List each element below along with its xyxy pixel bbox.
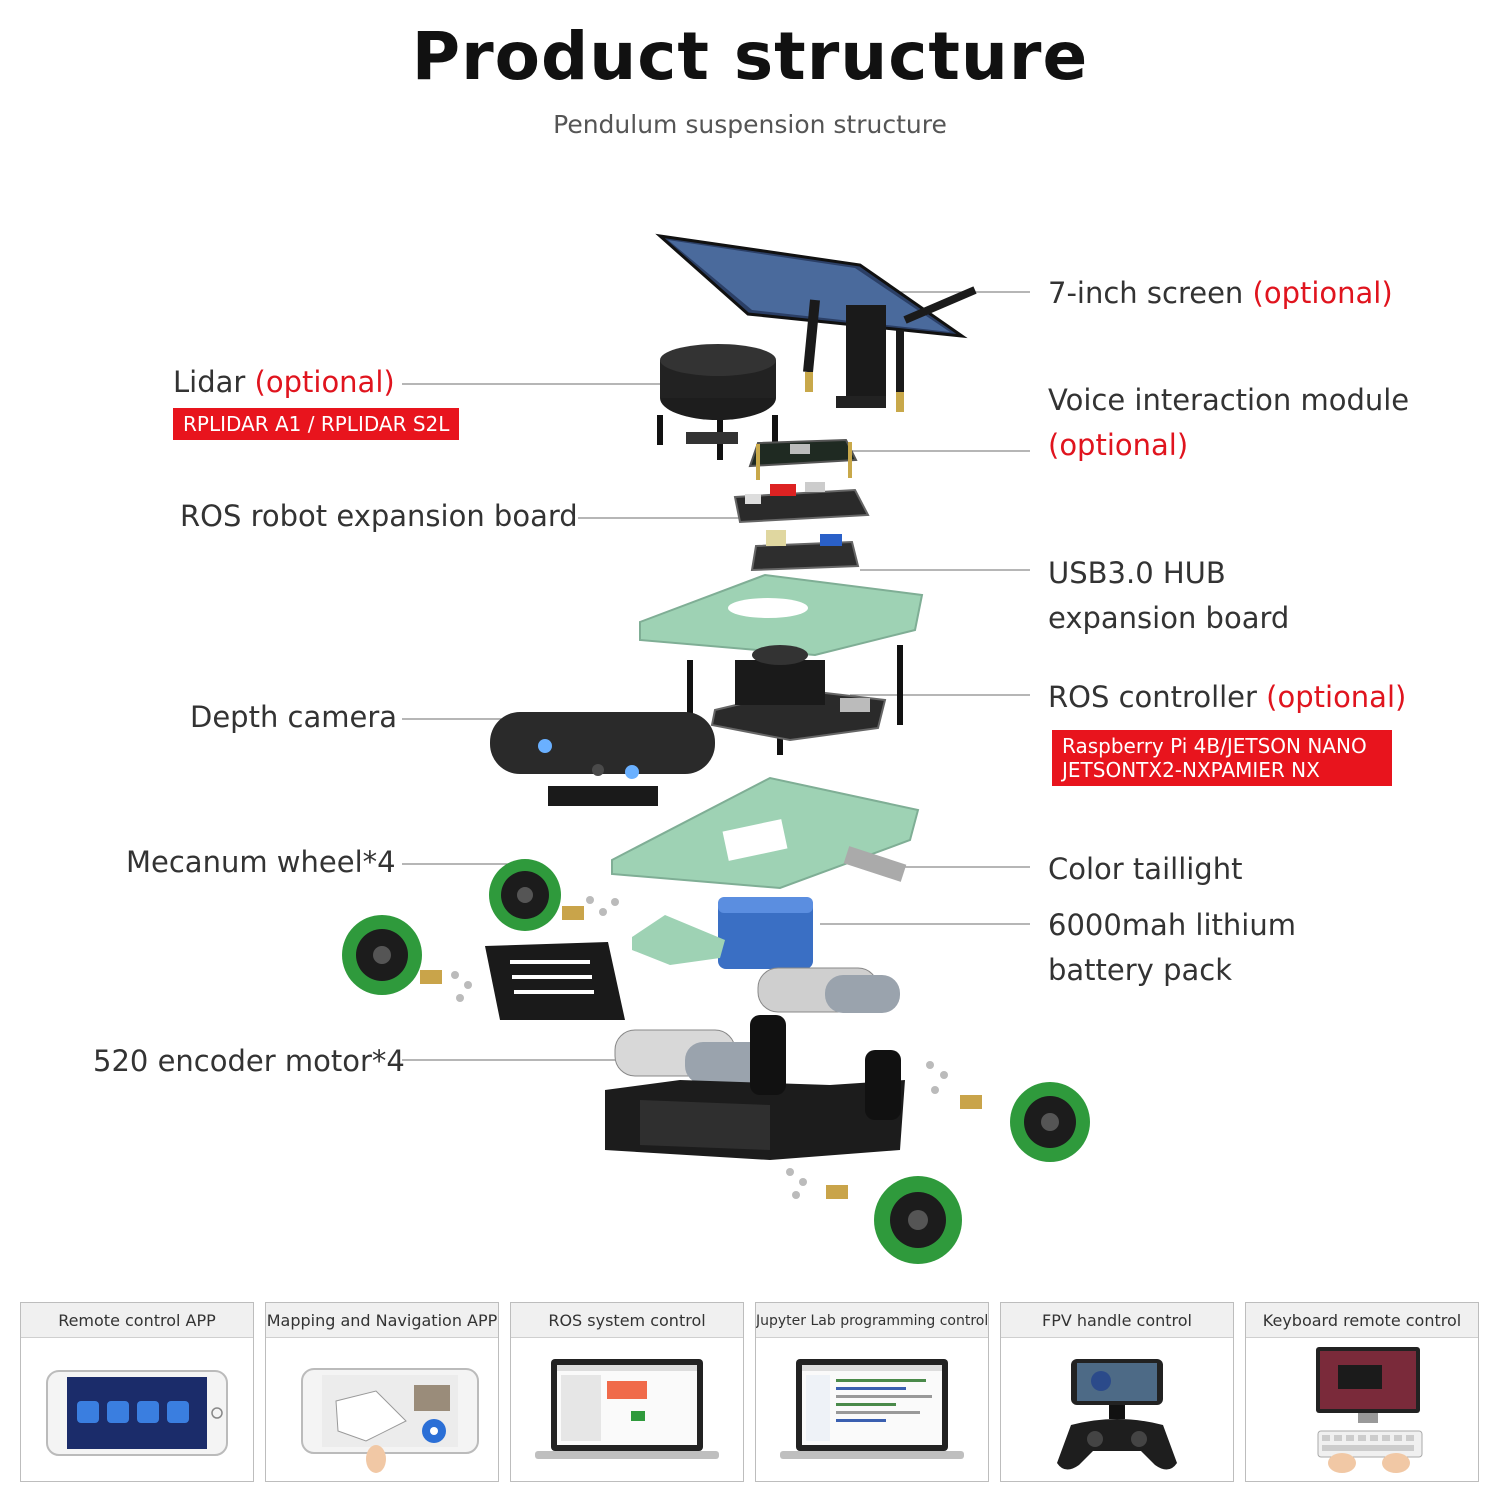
label-mecanum-wheel: Mecanum wheel*4 — [126, 845, 396, 879]
label-lidar-text: Lidar — [173, 365, 255, 399]
panel-jupyter-lab-control: Jupyter Lab programming control — [755, 1302, 989, 1482]
mecanum-wheels-part — [342, 859, 1090, 1264]
label-screen-text: 7-inch screen — [1048, 276, 1253, 310]
panel-title: FPV handle control — [1001, 1303, 1233, 1338]
label-taillight: Color taillight — [1048, 852, 1243, 886]
control-modes-strip: Remote control APP Mapping and Navigatio… — [20, 1302, 1480, 1482]
laptop-ros-icon — [535, 1359, 719, 1459]
label-voice: Voice interaction module (optional) — [1048, 383, 1409, 463]
controller-model-badge: Raspberry Pi 4B/JETSON NANO JETSONTX2-NX… — [1052, 730, 1392, 786]
side-frame-part — [485, 942, 625, 1020]
leader-lines — [402, 291, 1030, 1061]
page-subtitle: Pendulum suspension structure — [553, 110, 947, 139]
controller-part — [710, 645, 887, 742]
lower-plate-part — [611, 776, 920, 890]
panel-title: Keyboard remote control — [1246, 1303, 1478, 1338]
label-controller-optional: (optional) — [1266, 680, 1407, 714]
exploded-robot-illustration — [342, 233, 1090, 1264]
screen-part — [655, 233, 977, 412]
controller-badge-line2: JETSONTX2-NXPAMIER NX — [1062, 758, 1320, 782]
label-lidar: Lidar (optional) — [173, 365, 395, 400]
panel-fpv-handle-control: FPV handle control — [1000, 1302, 1234, 1482]
label-usb-hub-line2: expansion board — [1048, 600, 1290, 635]
panel-mapping-navigation-app: Mapping and Navigation APP — [265, 1302, 499, 1482]
label-battery: 6000mah lithium battery pack — [1048, 908, 1296, 988]
panel-title: ROS system control — [511, 1303, 743, 1338]
gamepad-icon — [1057, 1359, 1177, 1470]
battery-part — [718, 897, 813, 969]
panel-keyboard-remote-control: Keyboard remote control — [1245, 1302, 1479, 1482]
chassis-part — [605, 1015, 905, 1160]
label-depth-camera: Depth camera — [190, 700, 398, 734]
label-controller-text: ROS controller — [1048, 680, 1267, 714]
label-motor: 520 encoder motor*4 — [93, 1044, 405, 1078]
motors-part — [614, 967, 900, 1084]
label-lidar-optional: (optional) — [254, 365, 395, 399]
expansion-board-part — [733, 482, 870, 524]
phone-app-icon — [46, 1370, 228, 1456]
label-screen: 7-inch screen (optional) — [1048, 276, 1393, 311]
panel-ros-system-control: ROS system control — [510, 1302, 744, 1482]
label-usb-hub-line1: USB3.0 HUB — [1048, 556, 1226, 590]
lidar-part — [657, 344, 778, 460]
label-usb-hub: USB3.0 HUB expansion board — [1048, 556, 1289, 636]
taillight-part — [843, 846, 907, 882]
phone-map-icon — [301, 1368, 479, 1473]
voice-module-part — [748, 438, 858, 480]
label-battery-line1: 6000mah lithium — [1048, 908, 1296, 942]
panel-title: Mapping and Navigation APP — [266, 1303, 498, 1338]
page-title: Product structure — [411, 18, 1089, 95]
panel-remote-control-app: Remote control APP — [20, 1302, 254, 1482]
lidar-model-badge: RPLIDAR A1 / RPLIDAR S2L — [173, 408, 460, 440]
upper-plate-part — [639, 573, 924, 755]
bracket-part — [632, 915, 725, 965]
laptop-jupyter-icon — [780, 1359, 964, 1459]
panel-title: Jupyter Lab programming control — [756, 1303, 988, 1338]
controller-badge-line1: Raspberry Pi 4B/JETSON NANO — [1062, 734, 1367, 758]
label-screen-optional: (optional) — [1252, 276, 1393, 310]
label-voice-optional: (optional) — [1048, 427, 1189, 462]
screws-part — [420, 896, 982, 1199]
label-controller: ROS controller (optional) — [1048, 680, 1406, 715]
depth-camera-part — [490, 712, 715, 806]
label-expansion-board: ROS robot expansion board — [180, 499, 578, 533]
label-voice-text: Voice interaction module — [1048, 383, 1410, 417]
panel-title: Remote control APP — [21, 1303, 253, 1338]
usb-hub-part — [750, 530, 860, 572]
keyboard-icon — [1316, 1347, 1423, 1473]
label-battery-line2: battery pack — [1048, 952, 1232, 987]
